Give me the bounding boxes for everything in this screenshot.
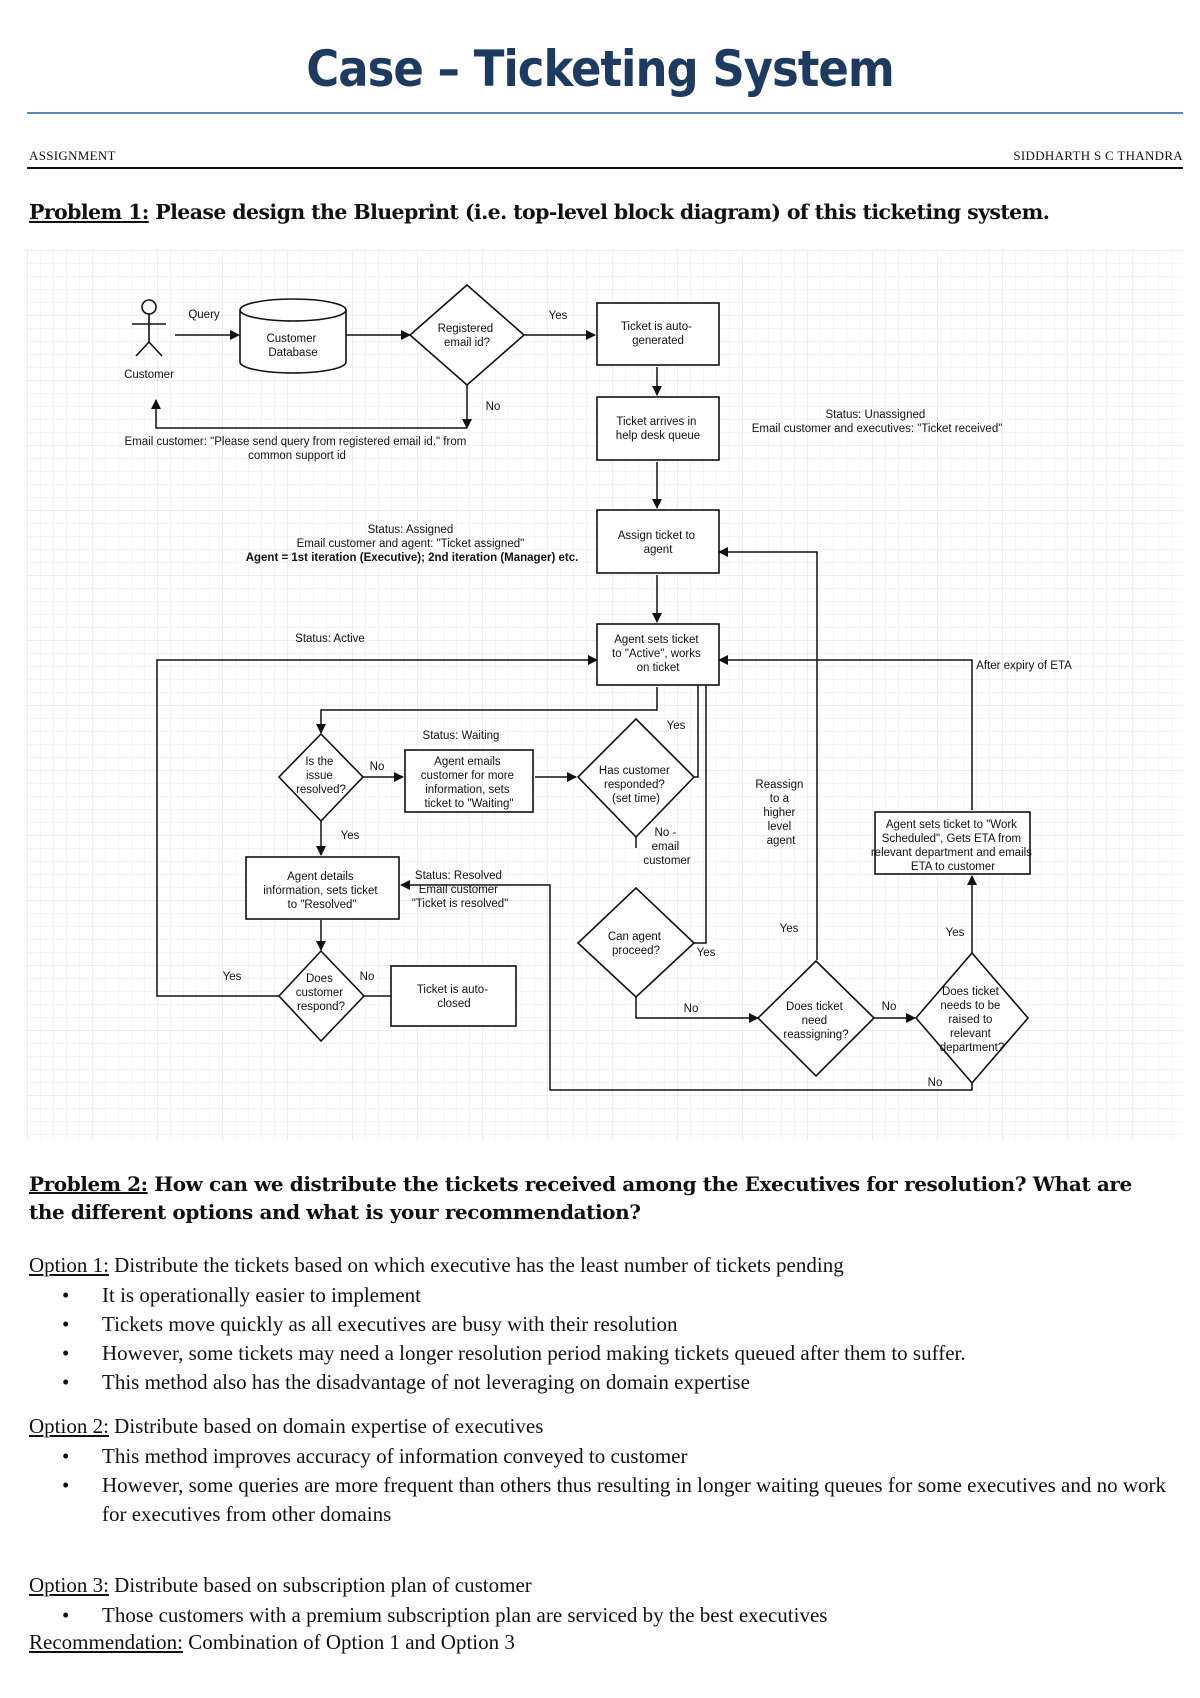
yes-resolved-label: Yes — [341, 830, 360, 842]
assign-ticket-label: Assign ticket to agent — [618, 530, 699, 556]
option-3-text: Distribute based on subscription plan of… — [108, 1573, 532, 1597]
registered-decision-label: Registered email id? — [438, 323, 497, 349]
status-active-note: Status: Active — [295, 633, 365, 645]
header-assignment: ASSIGNMENT — [29, 148, 116, 163]
status-waiting-note: Status: Waiting — [423, 730, 500, 742]
option-3-label: Option 3: — [29, 1573, 109, 1597]
auto-generated-label: Ticket is auto- generated — [621, 321, 695, 347]
reassign-higher-note: Reassign to a higher level agent — [755, 779, 806, 847]
customer-responded-label: Has customer responded? (set time) — [599, 765, 673, 805]
list-item: However, some tickets may need a longer … — [62, 1339, 1172, 1368]
problem-1-text: Please design the Blueprint (i.e. top-le… — [148, 200, 1050, 224]
status-unassigned-note: Status: Unassigned Email customer and ex… — [752, 409, 1003, 435]
title-divider — [27, 112, 1183, 114]
status-resolved-note: Status: Resolved Email customer "Ticket … — [412, 870, 509, 910]
customer-respond-label: Does customer respond? — [296, 973, 347, 1013]
option-1-text: Distribute the tickets based on which ex… — [108, 1253, 844, 1277]
no-resolved-label: No — [370, 761, 385, 773]
auto-closed-label: Ticket is auto- closed — [417, 984, 491, 1010]
query-label: Query — [188, 309, 220, 321]
customer-label: Customer — [124, 369, 174, 381]
yes-registered-label: Yes — [549, 310, 568, 322]
no-proceed-label: No — [684, 1003, 699, 1015]
customer-database — [239, 298, 347, 374]
customer-respond-decision — [277, 949, 366, 1043]
option-3-heading: Option 3: Distribute based on subscripti… — [29, 1573, 532, 1598]
no-registered-label: No — [486, 401, 501, 413]
agent-details-label: Agent details information, sets ticket t… — [263, 871, 381, 911]
agent-emails-box — [404, 749, 534, 813]
option-1-heading: Option 1: Distribute the tickets based o… — [29, 1253, 844, 1278]
customer-responded-decision — [576, 717, 696, 839]
registered-email-decision — [408, 283, 526, 387]
yes-reassign-label: Yes — [780, 923, 799, 935]
option-1-label: Option 1: — [29, 1253, 109, 1277]
option-2-text: Distribute based on domain expertise of … — [108, 1414, 544, 1438]
raise-department-decision — [914, 951, 1030, 1085]
customer-db-label: Customer Database — [266, 333, 319, 359]
option-3-bullets: Those customers with a premium subscript… — [62, 1601, 1172, 1630]
no-reassign-label: No — [882, 1001, 897, 1013]
agent-details-box — [245, 856, 400, 920]
yes-proceed-label: Yes — [697, 947, 716, 959]
diagram-connectors — [151, 330, 977, 1091]
problem-1-label: Problem 1: — [29, 200, 149, 224]
problem-2-label: Problem 2: — [29, 1172, 148, 1196]
problem-2-line2: the different options and what is your r… — [29, 1200, 641, 1224]
issue-resolved-label: Is the issue resolved? — [296, 756, 346, 796]
list-item: Those customers with a premium subscript… — [62, 1601, 1172, 1630]
header-author: SIDDHARTH S C THANDRA — [1013, 148, 1183, 163]
list-item: This method also has the disadvantage of… — [62, 1368, 1172, 1397]
work-scheduled-box — [874, 811, 1031, 875]
customer-actor-icon — [132, 299, 166, 357]
reassign-decision — [756, 959, 876, 1078]
list-item: It is operationally easier to implement — [62, 1281, 1172, 1310]
assign-ticket-box — [596, 509, 720, 574]
agent-proceed-decision — [576, 886, 696, 999]
help-desk-queue-label: Ticket arrives in help desk queue — [616, 416, 700, 442]
no-respond-label: No — [360, 971, 375, 983]
after-eta-note: After expiry of ETA — [976, 660, 1072, 672]
recommendation-label: Recommendation: — [29, 1630, 183, 1654]
yes-responded-label: Yes — [667, 720, 686, 732]
auto-closed-box — [390, 965, 517, 1027]
list-item: However, some queries are more frequent … — [62, 1471, 1172, 1529]
raise-decision-label: Does ticket needs to be raised to releva… — [940, 986, 1005, 1054]
no-email-customer-label: No - email customer — [643, 827, 690, 867]
list-item: Tickets move quickly as all executives a… — [62, 1310, 1172, 1339]
problem-2-line1: How can we distribute the tickets receiv… — [147, 1172, 1132, 1196]
work-scheduled-label: Agent sets ticket to "Work Scheduled", G… — [871, 819, 1035, 873]
blueprint-diagram: Customer Query Customer Database Registe… — [27, 250, 1183, 1140]
yes-respond-label: Yes — [223, 971, 242, 983]
option-2-label: Option 2: — [29, 1414, 109, 1438]
help-desk-queue-box — [596, 396, 720, 461]
status-assigned-note: Status: Assigned Email customer and agen… — [246, 524, 579, 564]
problem-1-heading: Problem 1: Please design the Blueprint (… — [29, 198, 1179, 226]
auto-generated-box — [596, 302, 720, 366]
document-title: Case – Ticketing System — [306, 40, 894, 98]
option-2-bullets: This method improves accuracy of informa… — [62, 1442, 1172, 1529]
reassign-decision-label: Does ticket need reassigning? — [783, 1001, 848, 1041]
yes-raise-label: Yes — [946, 927, 965, 939]
recommendation-text: Combination of Option 1 and Option 3 — [182, 1630, 515, 1654]
agent-emails-label: Agent emails customer for more informati… — [421, 756, 518, 810]
problem-2-heading: Problem 2: How can we distribute the tic… — [29, 1170, 1179, 1226]
email-unregistered-note: Email customer: "Please send query from … — [125, 436, 470, 462]
agent-proceed-label: Can agent proceed? — [608, 931, 664, 957]
agent-active-label: Agent sets ticket to "Active", works on … — [612, 634, 704, 674]
issue-resolved-decision — [277, 732, 365, 823]
list-item: This method improves accuracy of informa… — [62, 1442, 1172, 1471]
recommendation: Recommendation: Combination of Option 1 … — [29, 1630, 515, 1655]
no-raise-label: No — [928, 1077, 943, 1089]
header-divider — [27, 167, 1183, 169]
option-1-bullets: It is operationally easier to implement … — [62, 1281, 1172, 1397]
agent-active-box — [596, 623, 720, 686]
option-2-heading: Option 2: Distribute based on domain exp… — [29, 1414, 543, 1439]
